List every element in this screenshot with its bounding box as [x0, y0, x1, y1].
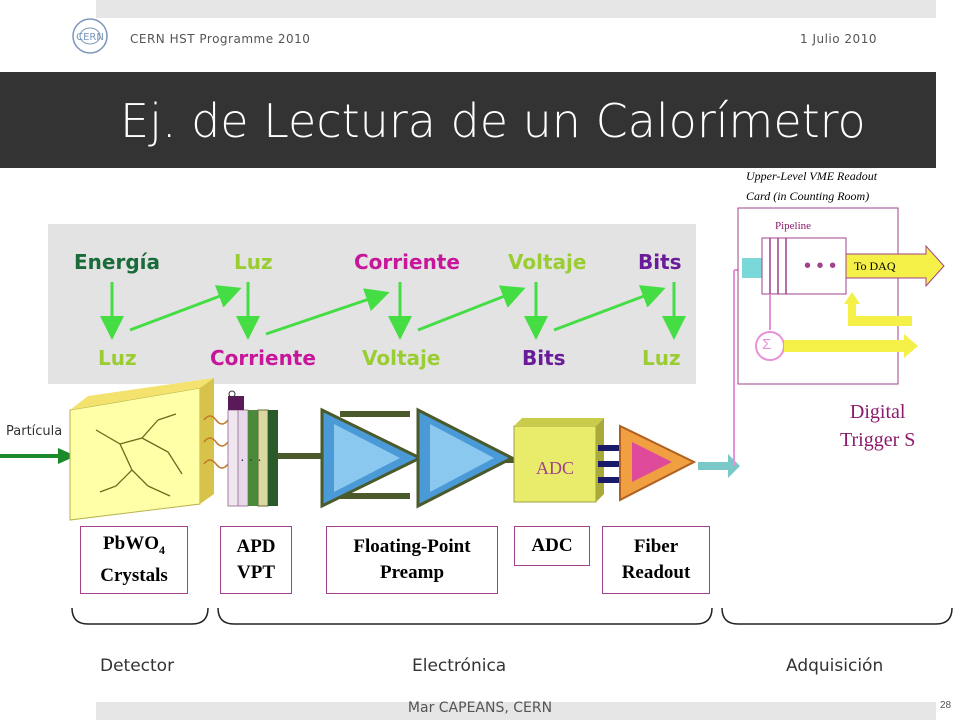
particle-label: Partícula [6, 424, 63, 439]
label-preamp: Floating-Point Preamp [326, 526, 498, 594]
preamp-stage-2 [416, 407, 516, 509]
light-wiggles [203, 415, 229, 469]
flow-top-voltaje: Voltaje [508, 250, 587, 274]
page-number: 28 [940, 700, 952, 711]
flow-bottom-bits: Bits [522, 346, 566, 370]
fiber-driver [619, 424, 697, 502]
flow-top-corriente: Corriente [354, 250, 460, 274]
top-bar [96, 0, 936, 18]
flow-top-luz: Luz [234, 250, 273, 274]
preamp-stage-1 [320, 407, 424, 509]
arrow-diag-2 [265, 288, 390, 336]
digital-trigger-line1: Digital [849, 401, 906, 423]
flow-bottom-corriente: Corriente [210, 346, 316, 370]
fiber-out-arrow [698, 454, 740, 478]
flow-bottom-luz-2: Luz [642, 346, 681, 370]
category-adquisicion: Adquisición [786, 656, 884, 676]
header-programme: CERN HST Programme 2010 [130, 32, 311, 46]
arrow-diag-1 [129, 285, 242, 332]
label-adc: ADC [514, 526, 590, 566]
vme-caption-line2: Card (in Counting Room) [746, 189, 870, 203]
sigma-symbol: Σ [762, 336, 772, 353]
vme-caption-line1: Upper-Level VME Readout [746, 169, 878, 183]
label-crystals: PbWO4 Crystals [80, 526, 188, 594]
flow-top-bits: Bits [638, 250, 682, 274]
footer-author: Mar CAPEANS, CERN [407, 700, 553, 716]
category-detector: Detector [100, 656, 175, 676]
to-daq-label: To DAQ [854, 259, 896, 273]
category-braces [71, 607, 953, 625]
to-daq-arrow [845, 244, 945, 288]
vme-caption: Upper-Level VME Readout Card (in Countin… [746, 166, 877, 206]
flow-bottom-luz: Luz [98, 346, 137, 370]
footer-bar [96, 702, 936, 720]
arrow-diag-3 [417, 285, 526, 332]
particle-arrow-head [58, 448, 76, 464]
cern-logo-text: CERN [76, 32, 104, 43]
adc-block: ADC [513, 418, 604, 503]
title-bar [0, 72, 936, 168]
page-title: Ej. de Lectura de un Calorímetro [120, 94, 866, 148]
flow-bottom-voltaje: Voltaje [362, 346, 441, 370]
digital-trigger: Digital Trigger S [840, 398, 915, 454]
crystal [69, 378, 214, 521]
flow-top-energia: Energía [74, 250, 160, 274]
arrow-diag-4 [553, 285, 666, 332]
adc-block-label: ADC [536, 458, 574, 478]
category-electronica: Electrónica [412, 656, 507, 676]
header-date: 1 Julio 2010 [800, 32, 877, 46]
cern-logo: CERN [68, 14, 112, 58]
label-apd-vpt: APD VPT [220, 526, 292, 594]
label-fiber-readout: Fiber Readout [602, 526, 710, 594]
svg-text:· · ·: · · · [240, 451, 262, 467]
digital-trigger-line2: Trigger S [840, 429, 916, 451]
photodetector: · · · [227, 390, 278, 507]
pipeline-label: Pipeline [775, 220, 812, 232]
svg-text:• • •: • • • [804, 255, 836, 277]
